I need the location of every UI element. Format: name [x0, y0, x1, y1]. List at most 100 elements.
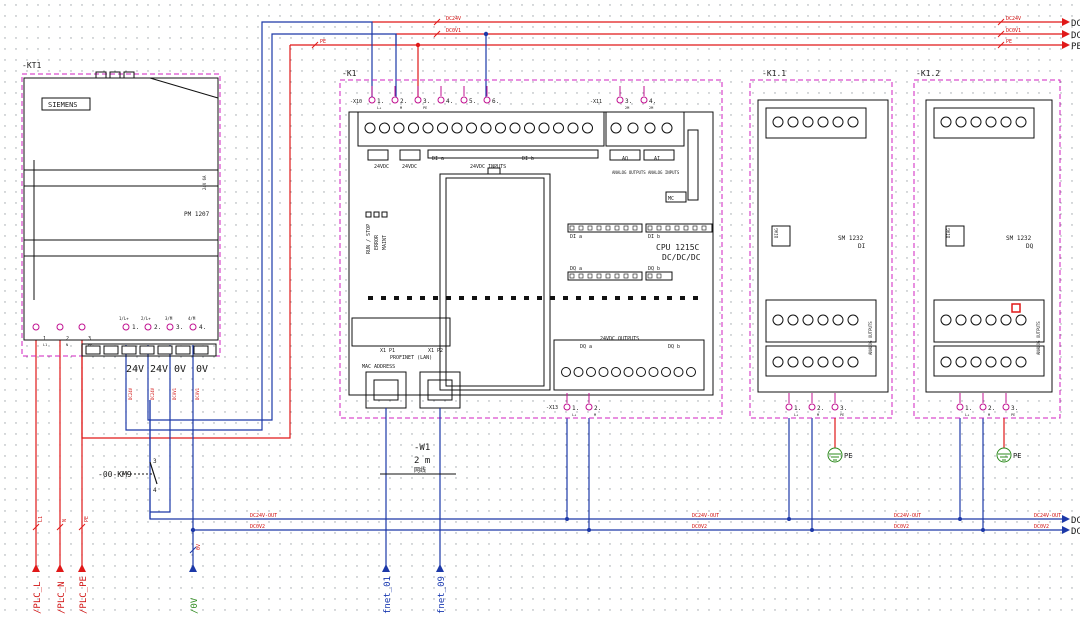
cable-w1: -W1 2 m 网线 — [380, 408, 456, 572]
terminal[interactable] — [979, 403, 987, 411]
terminal-number: 3. — [625, 98, 632, 105]
km9-term: 3 — [153, 458, 157, 465]
terminal[interactable] — [166, 323, 174, 331]
km9-contact: 3 4 -00-KM9 — [98, 400, 158, 519]
wire-break-mark — [433, 30, 441, 38]
k1-port-housing — [351, 317, 451, 347]
terminal-sub: L+ — [965, 413, 969, 417]
ref-plc-n[interactable]: /PLC_N — [57, 581, 67, 614]
led-icon — [433, 296, 438, 300]
wire-arrow-icon — [436, 564, 444, 572]
screw-icon — [437, 122, 448, 134]
bus-end-label: DC — [1071, 527, 1080, 537]
terminal[interactable] — [483, 96, 491, 104]
pe-label: PE — [844, 452, 852, 460]
k11-switch[interactable] — [771, 225, 791, 247]
led-icon — [589, 296, 594, 300]
led-icon — [647, 225, 653, 231]
led-icon — [701, 225, 707, 231]
led-icon — [365, 211, 372, 218]
k1-label: MC — [668, 196, 674, 202]
terminal[interactable] — [460, 96, 468, 104]
terminal[interactable] — [831, 403, 839, 411]
kt1-out-term: 4/M — [188, 316, 196, 321]
k12-module: -K1.2 DIAG SM 1232 DQ ANALOG OUTPUTS 1.L… — [913, 69, 1061, 463]
wire-tag: DC0V1 — [172, 387, 177, 400]
led-icon — [683, 225, 689, 231]
k11-model-sub: DI — [858, 243, 866, 250]
screw-icon — [970, 314, 982, 326]
k1-label: ANALOG OUTPUTS — [612, 170, 646, 175]
bus-tag: DC24V — [446, 16, 461, 22]
ref-plc-l[interactable]: /PLC_L — [33, 581, 43, 614]
bus-tag: DC0V1 — [1006, 28, 1021, 34]
terminal[interactable] — [144, 323, 152, 331]
k1-label: ERROR — [374, 234, 380, 250]
terminal[interactable] — [437, 96, 445, 104]
screw-icon — [636, 367, 646, 377]
terminal[interactable] — [122, 323, 130, 331]
ref-0v[interactable]: /0V — [190, 597, 200, 614]
terminal[interactable] — [1002, 403, 1010, 411]
k11-tag: -K1.1 — [762, 69, 786, 78]
kt1-out-term: 3/M — [165, 316, 173, 321]
screw-icon — [832, 116, 844, 128]
terminal-sub: M — [594, 413, 596, 417]
terminal[interactable] — [189, 323, 197, 331]
led-icon — [511, 296, 516, 300]
screw-icon — [832, 314, 844, 326]
rj45-jack-icon — [373, 379, 399, 401]
terminal[interactable] — [585, 403, 593, 411]
terminal[interactable] — [808, 403, 816, 411]
ref-plc-pe[interactable]: /PLC_PE — [79, 576, 89, 614]
terminal[interactable] — [616, 96, 624, 104]
x13-terminal-row: 1.L+2.M — [563, 393, 601, 417]
k1-cpu-sub: DC/DC/DC — [662, 253, 701, 262]
k1-led-rows — [368, 225, 707, 300]
terminal[interactable] — [563, 403, 571, 411]
screw-icon — [985, 314, 997, 326]
selection-marker-icon[interactable] — [1011, 303, 1021, 313]
led-icon — [524, 296, 529, 300]
terminal-number: 2. — [988, 405, 995, 412]
kt1-out-term: 1/L+ — [119, 316, 129, 321]
wire-arrow-icon — [32, 564, 40, 572]
led-icon — [569, 225, 575, 231]
terminal[interactable] — [956, 403, 964, 411]
terminal[interactable] — [32, 323, 40, 331]
kt1-wiring: L1 N PE 0V — [32, 21, 487, 572]
k11-diag: DIAG — [774, 228, 779, 238]
terminal-number: 1. — [572, 405, 579, 412]
terminal[interactable] — [368, 96, 376, 104]
k11-bottom-screws — [772, 314, 859, 368]
k1-label: ANALOG INPUTS — [648, 170, 680, 175]
terminal-number: 2. — [400, 98, 407, 105]
screw-icon — [623, 367, 634, 377]
terminal[interactable] — [78, 323, 86, 331]
k12-mid-plug — [933, 299, 1045, 343]
screw-icon — [772, 356, 784, 368]
terminal[interactable] — [640, 96, 648, 104]
screw-icon — [648, 367, 659, 377]
k11-top-plug — [765, 107, 867, 139]
screw-icon — [802, 116, 814, 128]
terminal[interactable] — [391, 96, 399, 104]
ref-fnet-09[interactable]: fnet_09 — [437, 576, 447, 614]
k1-analog-plug — [605, 111, 685, 147]
terminal[interactable] — [56, 323, 64, 331]
k12-switch[interactable] — [945, 225, 965, 247]
terminal[interactable] — [414, 96, 422, 104]
screw-icon — [627, 122, 639, 134]
terminal-sub: L+ — [572, 413, 576, 417]
terminal-number: 3. — [423, 98, 430, 105]
bus-tag: DC0V2 — [894, 524, 909, 530]
kt1-in-sub: PE — [88, 343, 92, 347]
screw-icon — [940, 314, 952, 326]
pe-label: PE — [1013, 452, 1021, 460]
k1-mini-block — [367, 149, 389, 161]
terminal[interactable] — [785, 403, 793, 411]
ref-fnet-01[interactable]: fnet_01 — [383, 576, 393, 614]
screw-icon — [661, 122, 673, 134]
terminal-number: 6. — [492, 98, 499, 105]
terminal-number: 4. — [446, 98, 453, 105]
